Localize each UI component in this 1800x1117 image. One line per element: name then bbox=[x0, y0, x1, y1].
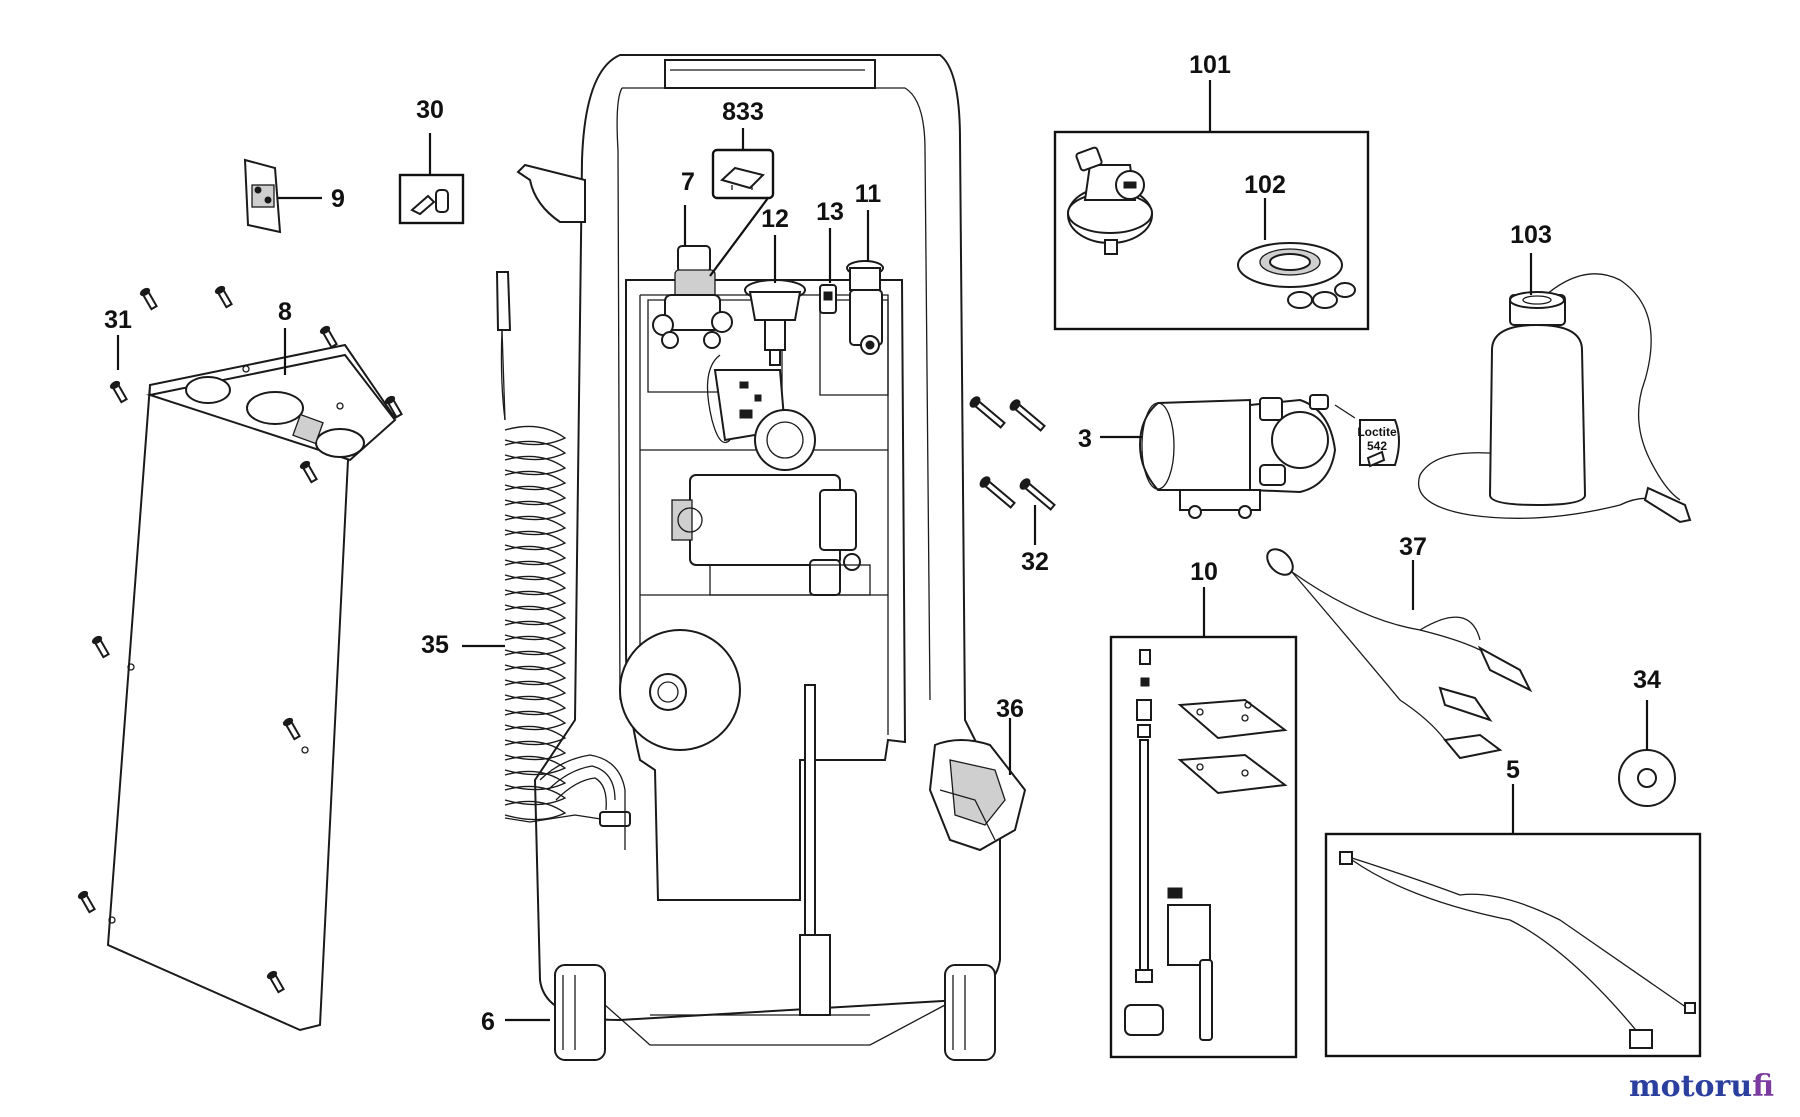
watermark: motorufi bbox=[1629, 1069, 1774, 1104]
side-panel-part-8 bbox=[106, 343, 397, 1032]
callout-12: 12 bbox=[761, 205, 789, 233]
bracket-part-30 bbox=[398, 133, 465, 225]
callout-3: 3 bbox=[1078, 425, 1092, 453]
coiled-hose-part-35 bbox=[495, 271, 631, 850]
sensor-kit-part-10 bbox=[1109, 587, 1298, 1059]
pump-part-3: Loctite 542 bbox=[1100, 394, 1400, 519]
loctite-label-line2: 542 bbox=[1367, 439, 1387, 453]
bracket-part-833 bbox=[709, 128, 775, 277]
bottle-part-103 bbox=[1418, 253, 1692, 524]
watermark-part1: motoru bbox=[1628, 1069, 1753, 1104]
callout-13: 13 bbox=[816, 198, 844, 226]
callout-102: 102 bbox=[1244, 171, 1286, 199]
washer-part-34 bbox=[1618, 700, 1676, 807]
loctite-label-line1: Loctite bbox=[1357, 425, 1397, 439]
wire-harness-part-5 bbox=[1324, 784, 1702, 1058]
adapter-kit-part-101 bbox=[1053, 80, 1370, 331]
main-unit-housing bbox=[516, 54, 1001, 1061]
callout-36: 36 bbox=[996, 695, 1024, 723]
callout-5: 5 bbox=[1506, 756, 1520, 784]
callout-9: 9 bbox=[331, 185, 345, 213]
callout-35: 35 bbox=[421, 631, 449, 659]
callout-8: 8 bbox=[278, 298, 292, 326]
callout-34: 34 bbox=[1633, 666, 1661, 694]
callout-6: 6 bbox=[481, 1008, 495, 1036]
callout-37: 37 bbox=[1399, 533, 1427, 561]
callout-101: 101 bbox=[1189, 51, 1231, 79]
watermark-part2: fi bbox=[1752, 1069, 1774, 1104]
callout-833: 833 bbox=[722, 98, 764, 126]
circuit-plate-part-9 bbox=[243, 158, 322, 234]
holder-part-36 bbox=[928, 718, 1027, 852]
clamp-cable-part-37 bbox=[1266, 548, 1533, 760]
screws-part-32 bbox=[969, 396, 1056, 545]
callout-10: 10 bbox=[1190, 558, 1218, 586]
callout-7: 7 bbox=[681, 168, 695, 196]
callout-31: 31 bbox=[104, 306, 132, 334]
callout-30: 30 bbox=[416, 96, 444, 124]
callout-32: 32 bbox=[1021, 548, 1049, 576]
screws-part-31 bbox=[77, 285, 403, 994]
callout-103: 103 bbox=[1510, 221, 1552, 249]
callout-11: 11 bbox=[855, 180, 882, 208]
